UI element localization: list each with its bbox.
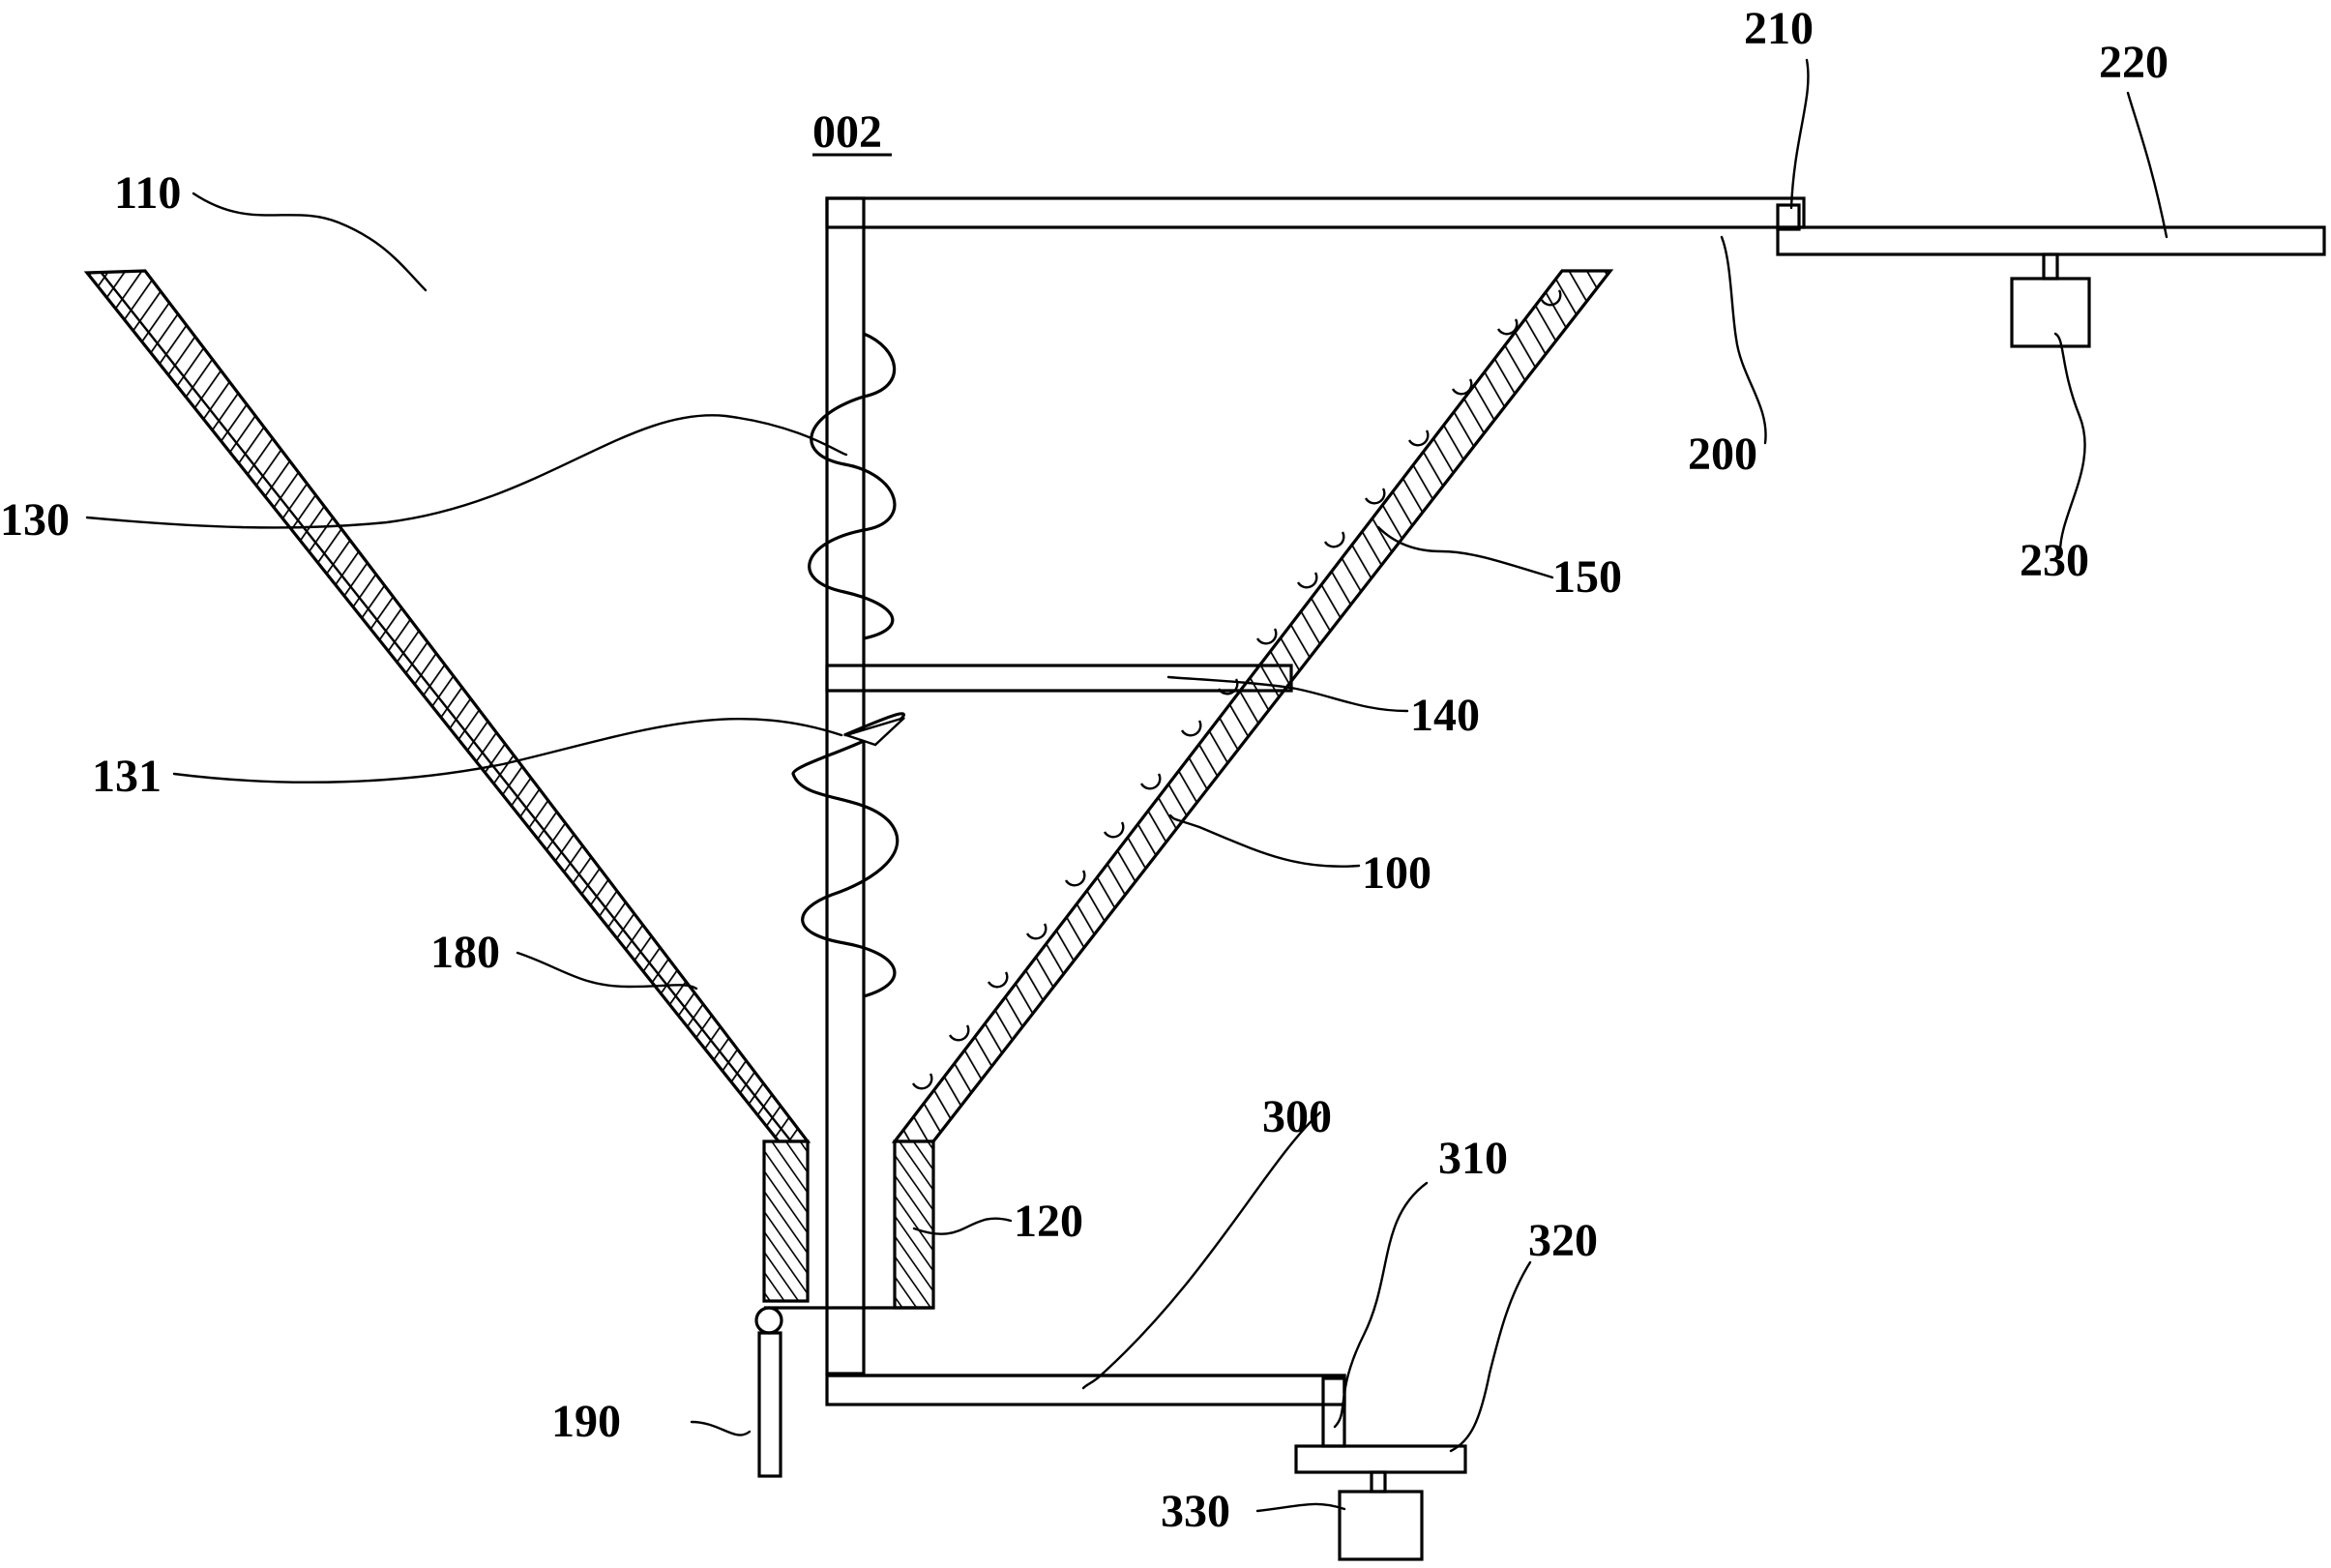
- label-220: 220: [2099, 37, 2169, 88]
- label-310: 310: [1438, 1133, 1508, 1184]
- figure-title: 002: [812, 106, 882, 158]
- left-hopper-wall: [83, 269, 811, 1303]
- label-210: 210: [1744, 3, 1814, 54]
- helical-screw: [791, 332, 905, 998]
- label-131: 131: [92, 751, 162, 802]
- pivot-handle: [754, 1306, 783, 1478]
- label-110: 110: [114, 167, 181, 219]
- part-labels: 110 130 131 180 190 120 100 140 150 200 …: [0, 3, 2169, 1537]
- top-right-arm: [1776, 203, 2326, 348]
- label-200: 200: [1688, 429, 1757, 480]
- label-320: 320: [1528, 1215, 1598, 1266]
- label-330: 330: [1161, 1486, 1230, 1537]
- label-140: 140: [1410, 690, 1480, 741]
- label-120: 120: [1014, 1196, 1083, 1247]
- label-230: 230: [2020, 535, 2089, 586]
- figure-title-group: 002: [812, 106, 892, 158]
- leader-lines: [85, 58, 2169, 1513]
- label-130: 130: [0, 494, 70, 546]
- label-190: 190: [551, 1396, 621, 1447]
- label-100: 100: [1362, 847, 1431, 899]
- bottom-drive: [1294, 1376, 1467, 1561]
- label-180: 180: [430, 927, 500, 978]
- right-hopper-wall: [891, 269, 1614, 1310]
- label-150: 150: [1552, 551, 1622, 603]
- label-300: 300: [1262, 1091, 1332, 1142]
